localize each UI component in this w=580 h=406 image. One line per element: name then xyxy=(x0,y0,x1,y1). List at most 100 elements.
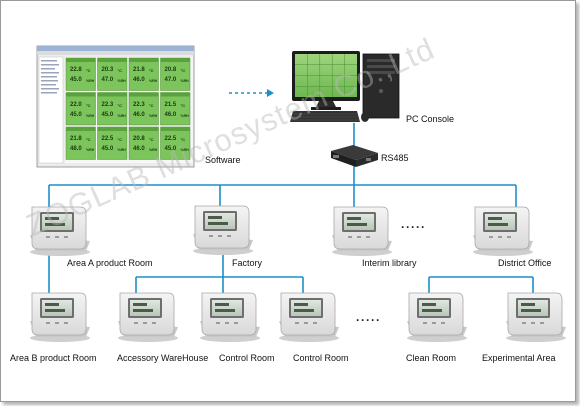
reading-temperature-unit: °C xyxy=(149,102,154,108)
logger-interim-library xyxy=(331,206,393,257)
rs485-converter xyxy=(331,145,378,167)
rs485-label: RS485 xyxy=(381,153,409,163)
pc-console-label: PC Console xyxy=(406,114,455,124)
reading-humidity-unit: %RH xyxy=(180,148,189,152)
reading-humidity: 46.0 xyxy=(133,111,145,118)
reading-cell xyxy=(160,92,191,126)
reading-cell xyxy=(128,92,159,126)
label-control-room-1: Control Room xyxy=(219,353,275,363)
label-factory: Factory xyxy=(232,258,263,268)
reading-cell xyxy=(97,126,128,160)
reading-cell-header xyxy=(97,92,127,97)
reading-cell xyxy=(128,126,159,160)
ellipsis-top: ····· xyxy=(401,220,426,234)
software-label: Software xyxy=(205,155,241,165)
reading-humidity-unit: %RH xyxy=(117,113,126,118)
reading-humidity: 45.0 xyxy=(70,111,82,118)
reading-humidity: 48.0 xyxy=(70,146,82,152)
reading-humidity: 45.0 xyxy=(70,77,82,83)
logger-factory xyxy=(192,205,254,256)
reading-humidity: 45.0 xyxy=(101,146,114,152)
reading-temperature-unit: °C xyxy=(180,137,186,142)
label-control-room-2: Control Room xyxy=(293,353,349,363)
reading-humidity-unit: %RH xyxy=(180,79,189,83)
reading-temperature-unit: °C xyxy=(149,137,154,142)
reading-cell-header xyxy=(160,92,190,97)
reading-cell xyxy=(65,92,96,126)
reading-humidity: 47.0 xyxy=(101,77,114,83)
reading-temperature-unit: °C xyxy=(149,68,154,73)
ellipsis-bottom: ····· xyxy=(356,313,381,327)
data-flow-arrow xyxy=(229,89,274,97)
reading-cell-header xyxy=(129,127,159,131)
reading-temperature: 20.8 xyxy=(133,136,145,142)
reading-temperature: 22.3 xyxy=(133,101,145,108)
reading-humidity: 46.0 xyxy=(164,111,177,118)
reading-temperature-unit: °C xyxy=(180,102,186,108)
reading-temperature: 21.8 xyxy=(133,67,145,73)
reading-humidity-unit: %RH xyxy=(117,148,126,152)
label-area-b-product-room: Area B product Room xyxy=(10,353,97,363)
reading-temperature: 20.8 xyxy=(164,67,177,73)
reading-cell xyxy=(128,57,159,91)
reading-humidity-unit: %RH xyxy=(86,113,95,118)
reading-cell-header xyxy=(66,92,96,97)
logger-accessory-warehouse xyxy=(117,292,179,343)
reading-cell xyxy=(160,126,191,160)
reading-temperature: 21.8 xyxy=(70,136,82,142)
reading-temperature-unit: °C xyxy=(86,102,91,108)
reading-cell-header xyxy=(129,58,159,62)
reading-cell-header xyxy=(97,58,127,62)
reading-temperature-unit: °C xyxy=(117,137,123,142)
reading-cell xyxy=(97,92,128,126)
reading-temperature: 22.3 xyxy=(101,101,114,108)
reading-humidity-unit: %RH xyxy=(180,113,189,118)
logger-area-b xyxy=(29,292,91,343)
reading-temperature-unit: °C xyxy=(86,68,91,73)
reading-humidity: 46.0 xyxy=(133,146,145,152)
network-diagram xyxy=(29,45,567,343)
reading-humidity-unit: %RH xyxy=(117,79,126,83)
reading-temperature-unit: °C xyxy=(86,137,91,142)
logger-control-room-2 xyxy=(278,292,340,343)
reading-temperature: 20.3 xyxy=(101,67,114,73)
reading-cell xyxy=(160,57,191,91)
reading-humidity: 46.0 xyxy=(133,77,145,83)
logger-district-office xyxy=(472,206,534,257)
reading-cell xyxy=(97,57,128,91)
reading-humidity: 45.0 xyxy=(101,111,114,118)
label-clean-room: Clean Room xyxy=(406,353,457,363)
reading-temperature: 22.0 xyxy=(70,101,82,108)
reading-cell xyxy=(65,126,96,160)
label-interim-library: Interim library xyxy=(362,258,417,268)
pc-console xyxy=(290,51,400,122)
reading-cell-header xyxy=(97,127,127,131)
reading-temperature-unit: °C xyxy=(117,68,123,73)
reading-temperature: 22.5 xyxy=(101,136,114,142)
reading-cell-header xyxy=(66,58,96,62)
reading-temperature-unit: °C xyxy=(117,102,123,108)
reading-humidity: 47.0 xyxy=(164,77,177,83)
reading-temperature-unit: °C xyxy=(180,68,186,73)
logger-experimental-area xyxy=(505,292,567,343)
reading-cell-header xyxy=(129,92,159,97)
reading-cell xyxy=(65,57,96,91)
label-area-a-product-room: Area A product Room xyxy=(67,258,153,268)
reading-cell-header xyxy=(160,58,190,62)
label-experimental-area: Experimental Area xyxy=(482,353,556,363)
reading-temperature: 21.5 xyxy=(164,101,177,108)
reading-humidity-unit: %RH xyxy=(86,148,95,152)
reading-humidity-unit: %RH xyxy=(149,113,158,118)
logger-control-room-1 xyxy=(199,292,261,343)
reading-temperature: 22.8 xyxy=(70,67,82,73)
reading-cell-header xyxy=(160,127,190,131)
reading-humidity-unit: %RH xyxy=(149,79,158,83)
reading-humidity-unit: %RH xyxy=(149,148,158,152)
label-accessory-warehouse: Accessory WareHouse xyxy=(117,353,209,363)
label-district-office: District Office xyxy=(498,258,552,268)
logger-clean-room xyxy=(406,292,468,343)
software-window xyxy=(36,45,195,168)
reading-cell-header xyxy=(66,127,96,131)
connector-lines xyxy=(48,123,534,295)
